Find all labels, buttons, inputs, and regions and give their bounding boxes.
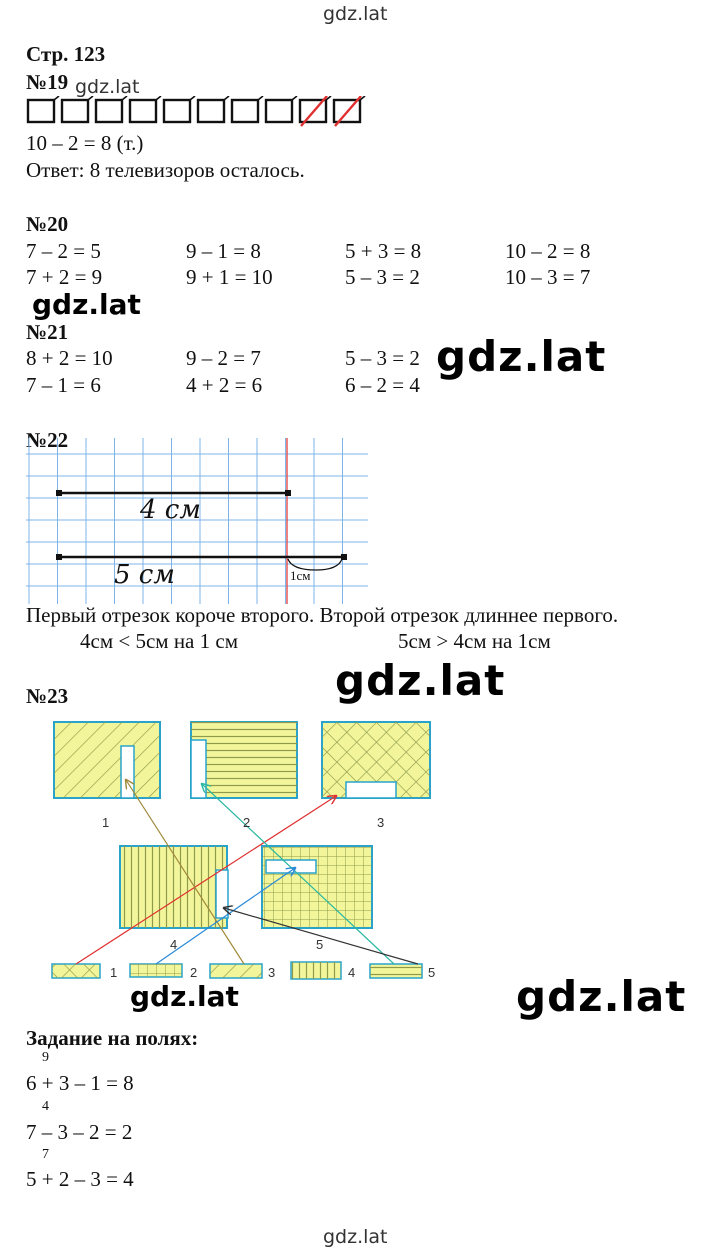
task22-compare-right: 5см > 4см на 1см (398, 629, 551, 653)
piece-label-1: 1 (110, 965, 117, 980)
watermark-top: gdz.lat (323, 3, 388, 25)
tv-box-antenna (87, 96, 94, 101)
task23-number: №23 (26, 684, 69, 708)
figure-2 (190, 721, 298, 799)
tv-boxes-figure (26, 96, 366, 127)
task19-answer: Ответ: 8 телевизоров осталось. (26, 158, 305, 182)
task20-r2c4: 10 – 3 = 7 (505, 265, 591, 289)
piece-4 (290, 961, 342, 980)
tv-box-antenna (291, 96, 298, 101)
margin-item-2-sup: 4 (42, 1099, 49, 1114)
piece-5 (369, 963, 423, 979)
difference-label: 1см (290, 568, 311, 583)
tv-box-antenna (325, 96, 332, 101)
task20-r1c3: 5 + 3 = 8 (345, 239, 422, 263)
piece-3 (209, 963, 263, 979)
margin-item-3-sup: 7 (42, 1147, 49, 1162)
figure-3 (321, 721, 431, 799)
watermark-bottom: gdz.lat (323, 1226, 388, 1248)
watermark-big-3: gdz.lat (516, 972, 687, 1021)
piece-label-3: 3 (268, 965, 275, 980)
watermark-mid-2: gdz.lat (130, 980, 239, 1013)
task20-r2c3: 5 – 3 = 2 (345, 265, 420, 289)
task19-number: №19 (26, 70, 69, 94)
figure-label-1: 1 (102, 815, 109, 830)
tv-box-antenna (53, 96, 60, 101)
task20-r1c4: 10 – 2 = 8 (505, 239, 591, 263)
watermark-big-2: gdz.lat (335, 656, 506, 705)
tv-box (26, 98, 56, 124)
task20-number: №20 (26, 212, 69, 236)
task21-r2c1: 7 – 1 = 6 (26, 373, 101, 397)
figure-5 (261, 845, 373, 929)
tv-box (298, 98, 328, 124)
tv-box (60, 98, 90, 124)
task21-r1c2: 9 – 2 = 7 (186, 346, 261, 370)
margin-item-3-expr: 5 + 2 – 3 = 4 (26, 1167, 134, 1191)
task20-r1c2: 9 – 1 = 8 (186, 239, 261, 263)
task19-equation: 10 – 2 = 8 (т.) (26, 131, 144, 155)
tv-box (94, 98, 124, 124)
page-label: Стр. 123 (26, 42, 106, 66)
tv-box (264, 98, 294, 124)
margin-item-1-expr: 6 + 3 – 1 = 8 (26, 1071, 134, 1095)
tv-box-antenna (257, 96, 264, 101)
task21-r1c1: 8 + 2 = 10 (26, 346, 113, 370)
tv-box-antenna (121, 96, 128, 101)
tv-box (230, 98, 260, 124)
piece-label-2: 2 (190, 965, 197, 980)
tv-box (128, 98, 158, 124)
task20-r1c1: 7 – 2 = 5 (26, 239, 101, 263)
task20-r2c1: 7 + 2 = 9 (26, 265, 103, 289)
piece-2 (129, 963, 183, 978)
tv-box (162, 98, 192, 124)
tv-box-antenna (189, 96, 196, 101)
task21-number: №21 (26, 320, 69, 344)
segment2-label: 5 см (114, 560, 175, 590)
piece-1 (51, 963, 101, 979)
margin-item-2-expr: 7 – 3 – 2 = 2 (26, 1120, 133, 1144)
figure-label-2: 2 (243, 815, 250, 830)
tv-box-antenna (223, 96, 230, 101)
task22-compare-left: 4см < 5см на 1 см (80, 629, 238, 653)
watermark-mid-1: gdz.lat (32, 288, 141, 321)
task20-r2c2: 9 + 1 = 10 (186, 265, 273, 289)
task22-statement: Первый отрезок короче второго. Второй от… (26, 603, 619, 627)
segment1-label: 4 см (140, 495, 201, 525)
segments-grid-figure (26, 438, 368, 604)
tv-box-crossout (300, 96, 328, 127)
task21-r2c2: 4 + 2 = 6 (186, 373, 263, 397)
figure-4 (119, 845, 229, 929)
figure-label-3: 3 (377, 815, 384, 830)
task21-r2c3: 6 – 2 = 4 (345, 373, 420, 397)
tv-box (332, 98, 362, 124)
tv-box-crossout (334, 96, 362, 127)
figure-1 (53, 721, 161, 799)
task22-number: №22 (26, 428, 69, 452)
watermark-inline: gdz.lat (75, 76, 140, 98)
margin-task-title: Задание на полях: (26, 1026, 199, 1050)
tv-box-antenna (155, 96, 162, 101)
figure-label-4: 4 (170, 937, 177, 952)
shapes-matching-figure: 1 2 3 4 5 1 2 3 4 5 (51, 721, 435, 980)
margin-item-1-sup: 9 (42, 1050, 49, 1065)
piece-label-5: 5 (428, 965, 435, 980)
watermark-big-1: gdz.lat (436, 332, 607, 381)
tv-box-antenna (359, 96, 366, 101)
piece-label-4: 4 (348, 965, 355, 980)
tv-box (196, 98, 226, 124)
figure-label-5: 5 (316, 937, 323, 952)
task21-r1c3: 5 – 3 = 2 (345, 346, 420, 370)
